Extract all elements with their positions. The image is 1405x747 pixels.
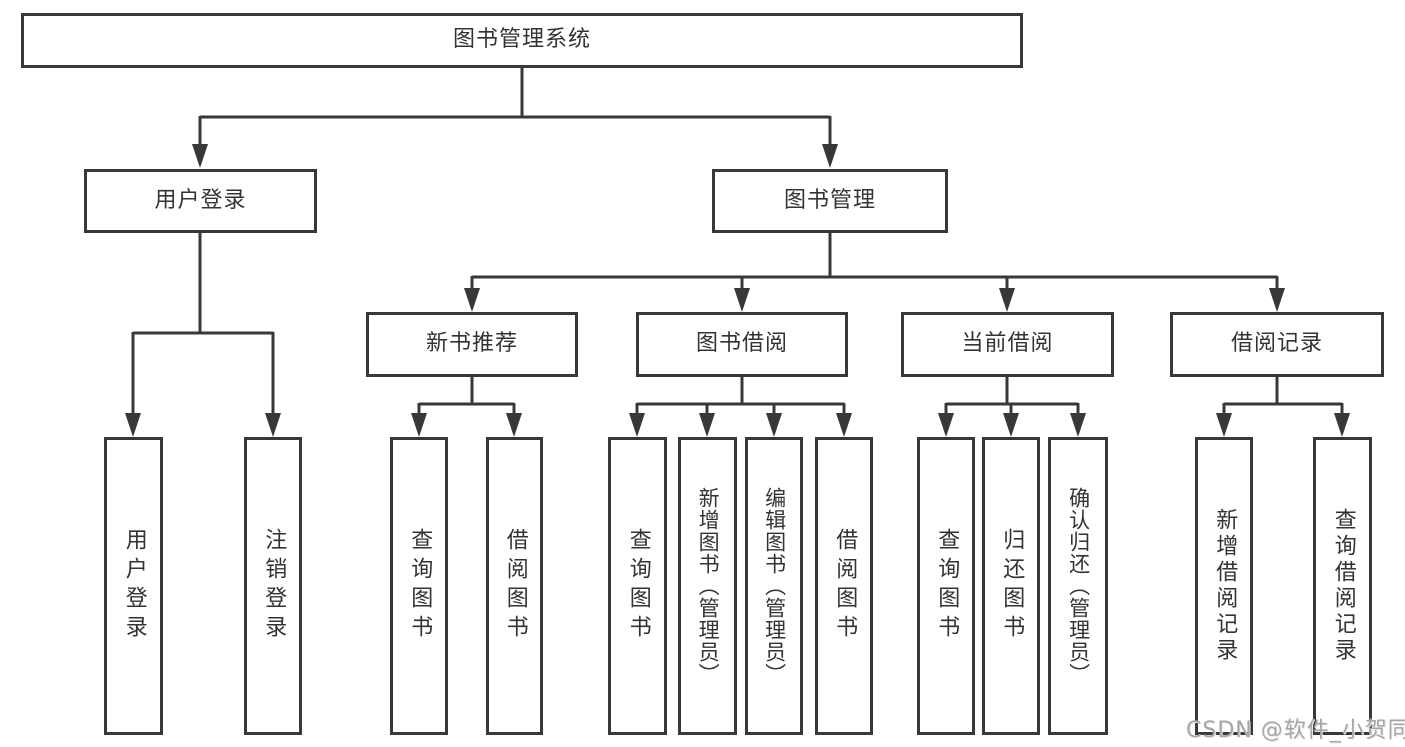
node-leaf-borrow-book-1: 借阅图书 <box>486 437 543 735</box>
node-book-management-module: 图书管理 <box>712 169 948 233</box>
node-current-borrow: 当前借阅 <box>901 312 1114 377</box>
node-leaf-add-borrow-record: 新增借阅记录 <box>1195 437 1253 735</box>
node-leaf-add-book-admin: 新增图书（管理员） <box>678 437 737 735</box>
node-leaf-borrow-book-2: 借阅图书 <box>815 437 873 735</box>
node-user-login-module: 用户登录 <box>84 169 317 233</box>
node-leaf-query-borrow-record: 查询借阅记录 <box>1313 437 1372 735</box>
node-leaf-return-book: 归还图书 <box>982 437 1040 735</box>
node-root-system: 图书管理系统 <box>21 13 1023 68</box>
node-leaf-edit-book-admin: 编辑图书（管理员） <box>745 437 803 735</box>
node-leaf-user-login: 用户登录 <box>104 437 163 735</box>
node-borrow-record: 借阅记录 <box>1170 312 1384 377</box>
node-leaf-logout: 注销登录 <box>244 437 302 735</box>
node-leaf-query-book-1: 查询图书 <box>390 437 448 735</box>
node-book-borrow: 图书借阅 <box>636 312 848 377</box>
node-leaf-query-book-3: 查询图书 <box>917 437 975 735</box>
node-new-book-recommend: 新书推荐 <box>366 312 578 377</box>
node-leaf-confirm-return-admin: 确认归还（管理员） <box>1048 437 1108 735</box>
node-leaf-query-book-2: 查询图书 <box>608 437 667 735</box>
arrowhead-icons <box>125 144 1350 437</box>
csdn-watermark: CSDN @软件_小贺同学 <box>1186 718 1405 743</box>
